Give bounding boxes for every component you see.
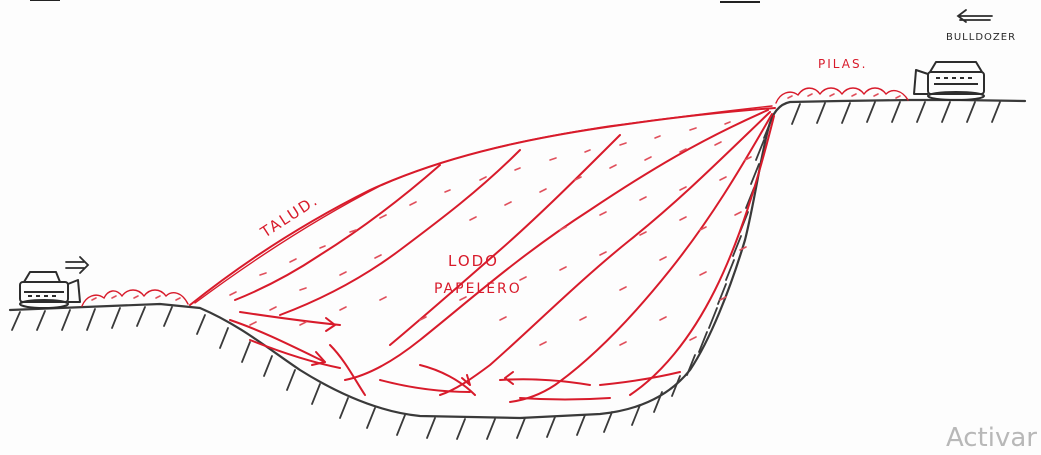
papelero-label: PAPELERO (434, 281, 522, 297)
pilas-label: PILAS. (818, 57, 867, 71)
sludge-texture-marks (230, 122, 751, 345)
sludge-bottom-flows (230, 312, 680, 400)
lodo-label: LODO (448, 252, 499, 270)
left-bulldozer-icon (20, 272, 80, 308)
talud-surface-line-2 (195, 106, 772, 303)
cropped-header-strokes (30, 0, 760, 2)
arrow-left-icon (958, 10, 992, 22)
ground-profile (10, 100, 1025, 418)
double-arrow-right-icon (66, 257, 88, 273)
talud-surface-line (190, 108, 775, 305)
activation-watermark: Activar (946, 423, 1037, 453)
bulldozer-label: BULLDOZER (946, 32, 1016, 43)
left-sludge-piles (82, 290, 188, 306)
right-bulldozer-icon (914, 62, 984, 100)
